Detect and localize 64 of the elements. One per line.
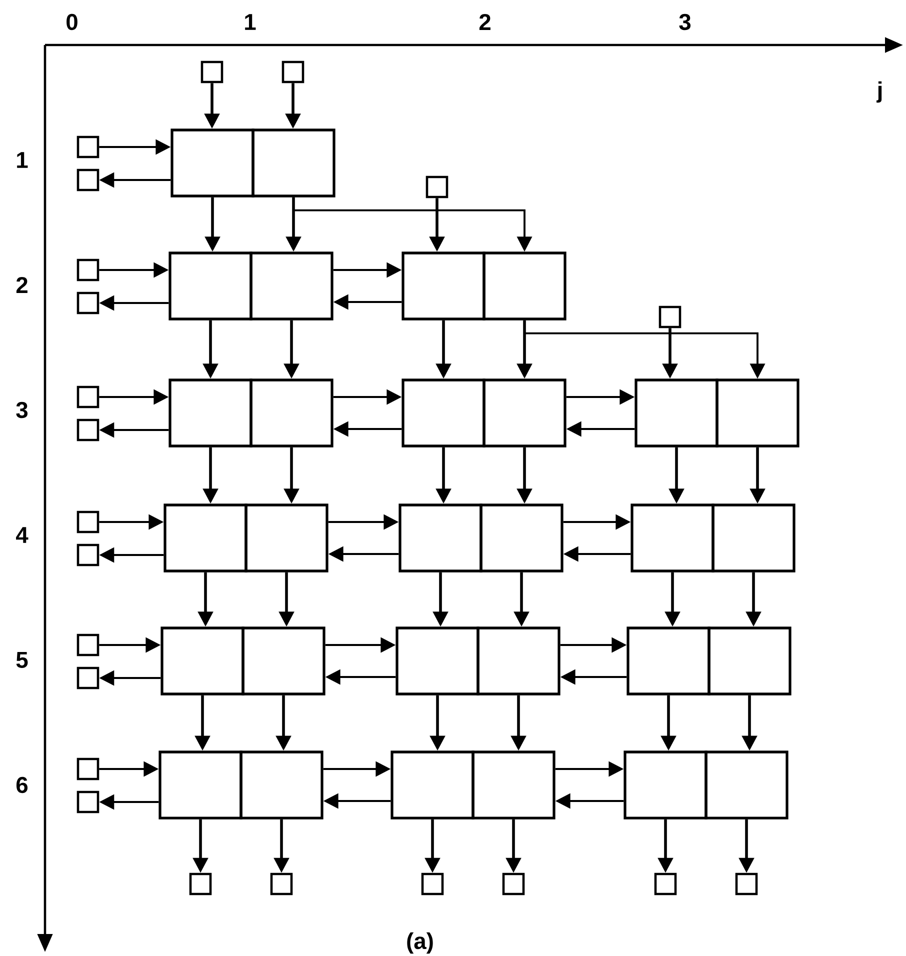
square-box [76,136,100,158]
square-box [421,872,444,896]
square-box [76,544,100,566]
cell-box [396,626,480,696]
cell-box [398,504,482,572]
cell-box [624,750,708,820]
cell-box [242,626,326,696]
row-label: 1 [17,152,28,168]
square-box [76,292,100,314]
cell-box [480,504,564,572]
cell-box [704,750,788,820]
square-box [270,872,293,896]
square-box [76,634,100,656]
cell-box [390,750,474,820]
square-box [426,176,448,198]
axis-label: j [876,81,882,103]
cell-box [712,504,796,572]
square-box [654,872,677,896]
square-box [76,790,100,814]
caption: (a) [407,932,433,954]
axis-label: 3 [679,14,691,30]
cell-box [626,626,710,696]
cell-box [250,252,334,320]
cell-box [168,378,252,448]
square-box [189,872,212,896]
cell-box [708,626,792,696]
square-box [76,258,100,282]
square-box [76,510,100,534]
cell-box [482,252,566,320]
square-box [76,418,100,442]
axis-label: 1 [245,14,256,30]
row-label: 5 [16,652,28,668]
square-box [735,872,758,896]
cell-box [250,378,334,448]
axis-label: 0 [66,14,78,30]
cell-box [168,252,252,320]
cell-box [716,378,800,448]
square-box [76,168,100,192]
cell-box [240,750,324,820]
cell-box [472,750,556,820]
square-box [282,60,304,84]
cell-box [244,504,328,572]
axis-label: 2 [479,14,490,30]
cell-box [170,128,254,198]
row-label: 6 [16,776,28,794]
cell-box [402,252,486,320]
cell-box [402,378,486,448]
row-label: 4 [16,527,28,543]
cell-box [634,378,718,448]
cell-box [158,750,242,820]
row-label: 3 [16,402,28,418]
square-box [76,386,100,408]
cell-box [252,128,336,198]
square-box [502,872,525,896]
row-label: 2 [16,277,28,293]
square-box [76,666,100,690]
cell-box [482,378,566,448]
cell-box [160,626,244,696]
cell-box [164,504,248,572]
square-box [200,60,224,84]
square-box [658,306,682,328]
square-box [76,758,100,780]
cell-box [476,626,560,696]
cell-box [630,504,714,572]
